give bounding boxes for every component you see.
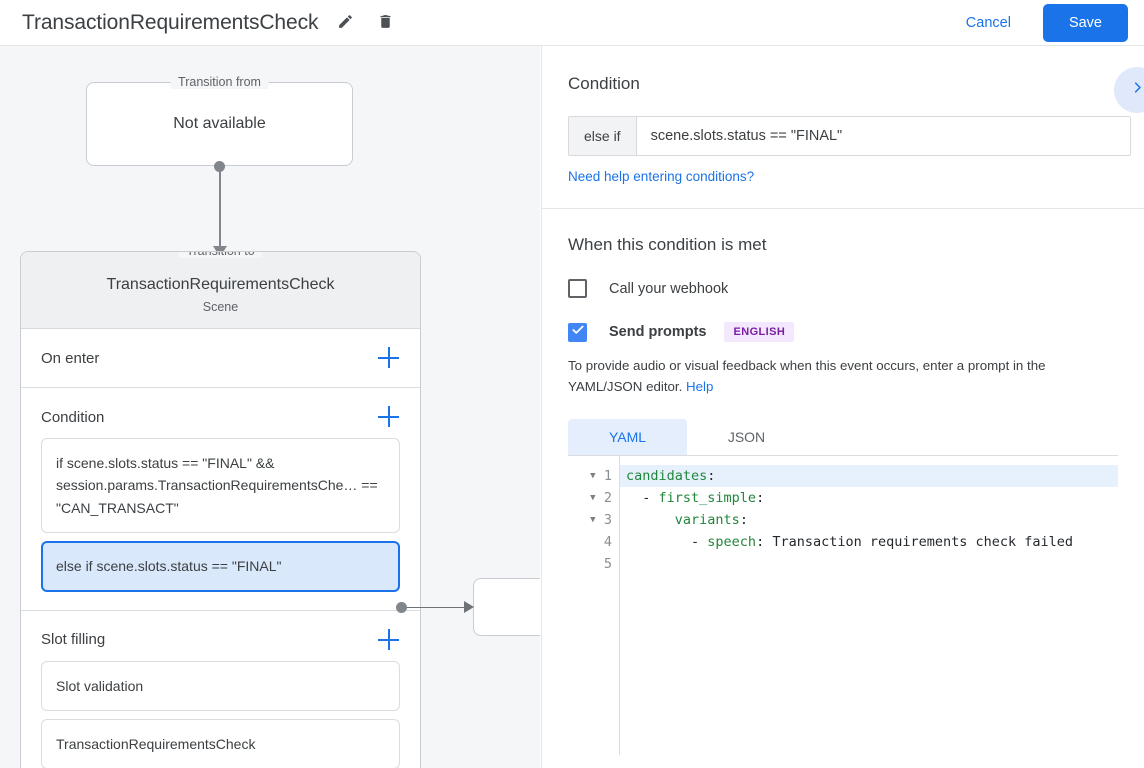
gutter-line-3: ▼3: [568, 509, 619, 531]
editor-tabs: YAML JSON: [568, 419, 1118, 456]
call-webhook-label: Call your webhook: [609, 280, 729, 297]
language-badge: ENGLISH: [724, 322, 795, 342]
scene-section-condition: Condition if scene.slots.status == "FINA…: [21, 388, 420, 611]
condition-operator-label: else if: [569, 117, 637, 155]
call-webhook-checkbox[interactable]: [568, 279, 587, 298]
panel-section-condition: Condition else if Need help entering con…: [542, 46, 1144, 209]
chevron-right-icon: [1130, 80, 1144, 100]
code-token: :: [707, 468, 716, 485]
branch-connector-arrowhead: [464, 601, 474, 613]
condition-field-row[interactable]: else if: [568, 116, 1131, 156]
code-editor[interactable]: ▼1▼2▼3▼4▼5 candidates: - first_simple: v…: [568, 455, 1118, 756]
header-actions: Cancel Save: [950, 3, 1144, 42]
scene-type-label: Scene: [202, 300, 239, 314]
scene-name: TransactionRequirementsCheck: [106, 276, 335, 293]
code-token: speech: [707, 534, 757, 551]
send-prompts-label: Send prompts: [609, 324, 707, 340]
gutter-line-4: ▼4: [568, 531, 619, 553]
line-number: 2: [603, 490, 612, 507]
app-header: TransactionRequirementsCheck Cancel Save: [0, 0, 1144, 46]
code-token: first_simple: [658, 490, 757, 507]
panel-section-actions: When this condition is met Call your web…: [542, 209, 1144, 756]
page-title: TransactionRequirementsCheck: [22, 10, 319, 34]
transition-to-legend: Transition to: [178, 252, 263, 258]
transition-from-card[interactable]: Transition from Not available: [86, 75, 353, 166]
pencil-icon: [337, 13, 354, 33]
condition-help-link[interactable]: Need help entering conditions?: [568, 169, 755, 184]
code-gutter: ▼1▼2▼3▼4▼5: [568, 456, 620, 756]
section-header-slot-filling: Slot filling: [21, 611, 420, 661]
section-title-condition: Condition: [41, 408, 105, 426]
add-on-enter-icon[interactable]: [378, 347, 400, 369]
add-condition-icon[interactable]: [378, 406, 400, 428]
transition-from-value: Not available: [173, 115, 266, 132]
webhook-checkbox-row[interactable]: Call your webhook: [568, 279, 1118, 298]
gutter-line-1: ▼1: [568, 465, 619, 487]
code-token: candidates: [626, 468, 708, 485]
save-button[interactable]: Save: [1042, 3, 1128, 42]
section-title-slot-filling: Slot filling: [41, 631, 106, 649]
slot-filling-item[interactable]: TransactionRequirementsCheck: [41, 718, 400, 768]
code-line-2[interactable]: - first_simple:: [620, 487, 1118, 509]
tab-json[interactable]: JSON: [727, 429, 766, 446]
send-prompts-checkbox-row[interactable]: Send prompts ENGLISH: [568, 322, 1118, 342]
panel-heading-condition: Condition: [568, 74, 640, 93]
panel-heading-actions: When this condition is met: [568, 235, 767, 254]
cancel-button[interactable]: Cancel: [950, 6, 1027, 40]
send-prompts-help-text: To provide audio or visual feedback when…: [568, 356, 1118, 397]
section-header-condition: Condition: [21, 388, 420, 438]
condition-item[interactable]: if scene.slots.status == "FINAL" && sess…: [41, 438, 400, 534]
flow-canvas[interactable]: Transition from Not available Transition…: [0, 46, 540, 768]
code-token: :: [739, 512, 748, 529]
gutter-line-2: ▼2: [568, 487, 619, 509]
section-header-on-enter: On enter: [21, 329, 420, 387]
code-token: [626, 512, 675, 528]
code-line-3[interactable]: variants:: [620, 509, 1118, 531]
trash-icon: [377, 13, 394, 33]
detail-panel: Condition else if Need help entering con…: [541, 46, 1144, 768]
slot-filling-item[interactable]: Slot validation: [41, 660, 400, 711]
gutter-line-5: ▼5: [568, 553, 619, 575]
code-token: -: [626, 534, 708, 551]
condition-item-selected[interactable]: else if scene.slots.status == "FINAL": [41, 541, 400, 592]
line-number: 4: [603, 534, 612, 551]
send-prompts-help-body: To provide audio or visual feedback when…: [568, 358, 1046, 394]
code-token: variants: [674, 512, 740, 529]
send-prompts-checkbox[interactable]: [568, 322, 587, 342]
transition-to-scene-card[interactable]: Transition to TransactionRequirementsChe…: [20, 251, 421, 768]
connector-line-vertical: [219, 166, 221, 252]
condition-expression-input[interactable]: [636, 117, 1130, 155]
line-number: 5: [603, 556, 612, 573]
add-slot-filling-icon[interactable]: [378, 628, 400, 651]
fold-caret-icon[interactable]: ▼: [590, 493, 596, 504]
section-title-on-enter: On enter: [41, 349, 100, 367]
send-prompts-help-link[interactable]: Help: [686, 378, 714, 394]
tab-yaml[interactable]: YAML: [568, 419, 687, 456]
next-node-card[interactable]: [473, 578, 540, 636]
line-number: 3: [603, 512, 612, 529]
code-content[interactable]: candidates: - first_simple: variants: - …: [620, 456, 1118, 756]
code-token: :: [756, 490, 765, 507]
delete-button[interactable]: [372, 10, 398, 36]
code-token: -: [626, 490, 659, 507]
fold-caret-icon[interactable]: ▼: [590, 515, 596, 526]
edit-title-button[interactable]: [332, 10, 358, 36]
scene-card-header: TransactionRequirementsCheck Scene: [21, 252, 420, 329]
code-token: : Transaction requirements check failed: [756, 534, 1074, 551]
scene-section-slot-filling: Slot filling Slot validation Transaction…: [21, 611, 420, 768]
code-line-5[interactable]: [620, 553, 1118, 575]
branch-connector-line: [404, 606, 467, 608]
transition-from-legend: Transition from: [170, 75, 269, 89]
scene-section-on-enter: On enter: [21, 329, 420, 388]
code-line-4[interactable]: - speech: Transaction requirements check…: [620, 531, 1118, 553]
fold-caret-icon[interactable]: ▼: [590, 471, 596, 482]
checkmark-icon: [571, 323, 585, 342]
code-line-1[interactable]: candidates:: [620, 465, 1118, 488]
branch-connector-dot: [396, 602, 407, 613]
line-number: 1: [603, 468, 612, 485]
expand-panel-button[interactable]: [1114, 67, 1144, 113]
